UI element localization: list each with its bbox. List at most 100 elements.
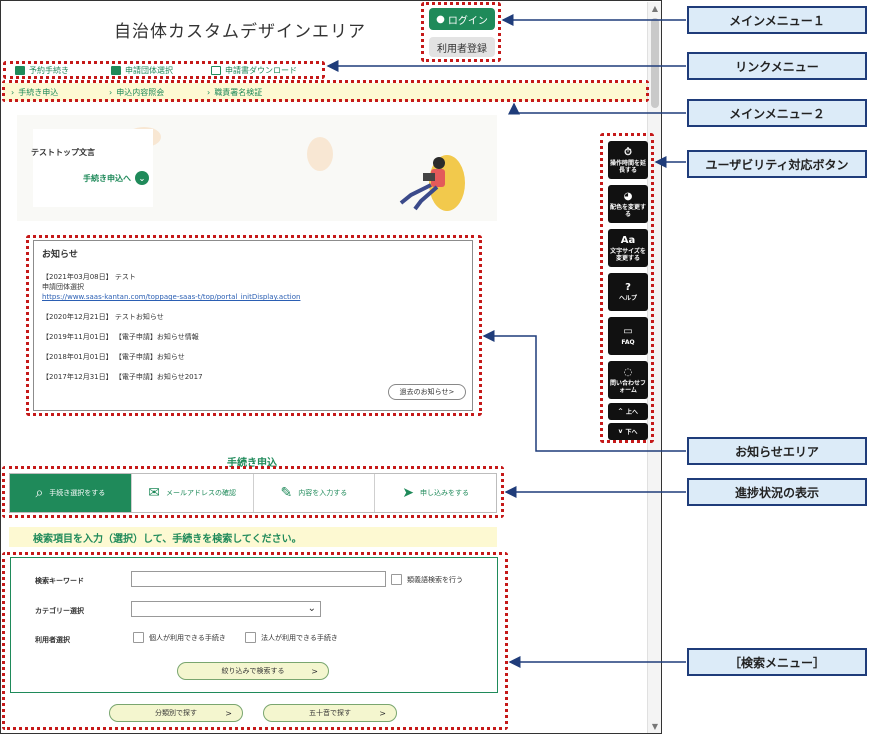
main-menu-label: 職責署名検証 (214, 87, 263, 97)
highlight-usability (600, 133, 654, 443)
scroll-thumb[interactable] (651, 18, 659, 108)
link-item-reservation[interactable]: 予約手続き (15, 65, 111, 76)
search-menu: 検索キーワード 類義語検索を行う カテゴリー選択 ⌄ 利用者選択 個人が利用でき… (10, 557, 498, 693)
hero-card (33, 129, 153, 207)
hero-title: テストトップ文言 (31, 148, 95, 157)
narrow-search-button[interactable]: 絞り込みで検索する > (177, 662, 329, 680)
link-menu: 予約手続き 申請団体選択 申請書ダウンロード (5, 62, 325, 78)
link-item-download[interactable]: 申請書ダウンロード (211, 65, 297, 76)
font-size-label: 文字サイズを変更する (610, 247, 646, 262)
corporate-checkbox[interactable] (245, 632, 256, 643)
individual-checkbox[interactable] (133, 632, 144, 643)
notice-item[interactable]: 【2018年01月01日】 【電子申請】お知らせ (42, 353, 185, 361)
link-label: 予約手続き (29, 65, 69, 75)
step-label: 手続き選択をする (49, 489, 106, 497)
mail-icon: ✉ (148, 485, 160, 501)
keyword-label: 検索キーワード (35, 577, 84, 585)
browse-by-category-button[interactable]: 分類別で探す > (109, 704, 243, 722)
chevron-down-icon: ⌄ (307, 603, 316, 614)
corporate-label: 法人が利用できる手続き (261, 634, 338, 642)
link-label: 申請団体選択 (125, 65, 173, 75)
highlight-progress (2, 466, 504, 518)
person-illustration-icon (399, 155, 465, 211)
stopwatch-icon: ⏱ (624, 146, 632, 158)
link-label: 申請書ダウンロード (225, 65, 297, 75)
chevron-down-icon: ⌄ (135, 171, 149, 185)
main-menu-item-inquiry[interactable]: › 申込内容照会 (109, 87, 207, 98)
user-type-label: 利用者選択 (35, 636, 70, 644)
synonym-label: 類義語検索を行う (407, 576, 463, 584)
chevron-right-icon: › (11, 87, 15, 97)
highlight-link-menu (3, 61, 325, 79)
procedure-title: 手続き申込 (227, 458, 277, 469)
chat-icon: ▭ (623, 326, 633, 337)
login-button[interactable]: ● ログイン (429, 8, 495, 30)
callout-main-menu-2: メインメニュー２ (687, 99, 867, 127)
calendar-icon (15, 65, 25, 75)
notice-title: お知らせ (42, 250, 78, 260)
step-input-content: ✎ 内容を入力する (254, 474, 376, 512)
callout-notice: お知らせエリア (687, 437, 867, 465)
past-notices-button[interactable]: 過去のお知らせ> (388, 384, 466, 400)
chevron-right-icon: › (207, 87, 211, 97)
synonym-checkbox[interactable] (391, 574, 402, 585)
register-button[interactable]: 利用者登録 (429, 37, 495, 57)
browse-by-syllabary-button[interactable]: 五十音で探す > (263, 704, 397, 722)
hero-banner (17, 115, 497, 221)
step-label: 内容を入力する (298, 489, 348, 497)
keyword-input[interactable] (131, 571, 386, 587)
site-title: 自治体カスタムデザインエリア (114, 22, 366, 42)
chevron-right-icon: › (109, 87, 113, 97)
chevron-right-icon: > (311, 666, 318, 676)
category-label: カテゴリー選択 (35, 607, 84, 615)
notice-item[interactable]: 【2019年11月01日】 【電子申請】お知らせ情報 (42, 333, 199, 341)
notice-item[interactable]: 【2020年12月21日】 テストお知らせ (42, 313, 164, 321)
link-item-group-select[interactable]: 申請団体選択 (111, 65, 211, 76)
step-label: メールアドレスの確認 (165, 489, 236, 497)
main-menu-item-signature[interactable]: › 職責署名検証 (207, 87, 262, 98)
download-icon (211, 65, 221, 75)
step-submit: ➤ 申し込みをする (375, 474, 496, 512)
chevron-right-icon: > (448, 388, 455, 396)
help-button[interactable]: ? ヘルプ (608, 273, 648, 311)
main-menu-label: 申込内容照会 (116, 87, 165, 97)
extend-time-button[interactable]: ⏱ 操作時間を延長する (608, 141, 648, 179)
scroll-up-arrow-icon[interactable]: ▲ (651, 4, 659, 13)
browse-by-syllabary-label: 五十音で探す (309, 709, 351, 717)
scroll-down-arrow-icon[interactable]: ▼ (651, 722, 659, 731)
chevron-right-icon: > (225, 708, 232, 718)
callout-main-menu-1: メインメニュー１ (687, 6, 867, 34)
callout-progress: 進捗状況の表示 (687, 478, 867, 506)
notice-item[interactable]: 【2017年12月31日】 【電子申請】お知らせ2017 (42, 373, 203, 381)
notice-url-link[interactable]: https://www.saas-kantan.com/toppage-saas… (42, 293, 301, 301)
highlight-notice (26, 235, 482, 416)
notice-area: お知らせ 【2021年03月08日】 テスト 申請団体選択 https://ww… (33, 240, 473, 411)
main-menu-item-apply[interactable]: › 手続き申込 (11, 87, 109, 98)
category-select[interactable]: ⌄ (131, 601, 321, 617)
highlight-main-menu-2 (2, 80, 649, 102)
font-size-button[interactable]: Aa 文字サイズを変更する (608, 229, 648, 267)
main-menu-label: 手続き申込 (18, 87, 59, 97)
callout-usability: ユーザビリティ対応ボタン (687, 150, 867, 178)
highlight-main-menu-1 (421, 2, 501, 62)
hero-apply-link[interactable]: 手続き申込へ ⌄ (83, 171, 149, 185)
notice-item[interactable]: 【2021年03月08日】 テスト (42, 273, 136, 281)
chevron-right-icon: > (379, 708, 386, 718)
hero-link-label: 手続き申込へ (83, 173, 131, 183)
send-icon: ➤ (402, 485, 414, 501)
pencil-icon: ✎ (280, 485, 293, 501)
step-select-procedure: ⌕ 手続き選択をする (10, 474, 132, 512)
browse-by-category-label: 分類別で探す (155, 709, 197, 717)
callout-link-menu: リンクメニュー (687, 52, 867, 80)
extend-time-label: 操作時間を延長する (609, 159, 646, 174)
callout-search: ［検索メニュー］ (687, 648, 867, 676)
group-icon (111, 65, 121, 75)
search-instruction-banner: 検索項目を入力（選択）して、手続きを検索してください。 (9, 527, 497, 547)
user-icon: ● (436, 13, 445, 25)
narrow-search-label: 絞り込みで検索する (221, 667, 285, 675)
highlight-search (2, 552, 508, 730)
decorative-blob (307, 137, 333, 171)
progress-steps: ⌕ 手続き選択をする ✉ メールアドレスの確認 ✎ 内容を入力する ➤ 申し込み… (9, 473, 497, 513)
color-change-button[interactable]: ◕ 配色を変更する (608, 185, 648, 223)
help-label: ヘルプ (618, 295, 637, 302)
